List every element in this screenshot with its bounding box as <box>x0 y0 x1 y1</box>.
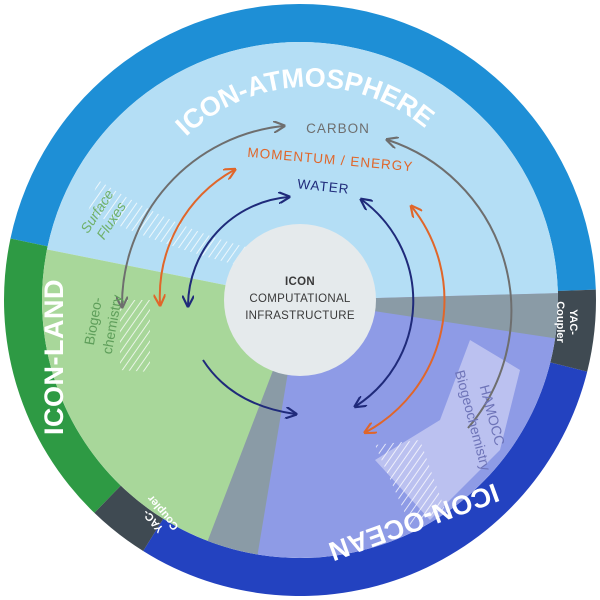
energy-arrow-left <box>160 170 234 304</box>
coupler-right-label: YAC- Coupler <box>554 301 579 343</box>
land-ring <box>4 238 121 513</box>
core-title: ICON <box>285 276 315 288</box>
atmosphere-ring <box>10 4 596 291</box>
flux-arrows <box>122 126 513 432</box>
land-title-group: ICON-LAND <box>39 279 69 435</box>
carbon-label: CARBON <box>306 121 370 136</box>
core-line-2: INFRASTRUCTURE <box>245 310 355 322</box>
land-title: ICON-LAND <box>39 279 69 435</box>
coupler-right-ring <box>550 289 597 372</box>
coupler-bottom-left-ring <box>94 485 164 552</box>
land-hatch-zone <box>120 300 150 372</box>
carbon-arrow-right <box>388 140 513 429</box>
coupler-right-line-2: Coupler <box>554 301 566 343</box>
ocean-ring <box>143 362 588 596</box>
hamocc-hatch-zone <box>375 440 445 525</box>
coupler-right-line-1: YAC- <box>567 309 579 335</box>
outer-ring <box>4 4 597 596</box>
energy-arrow-right <box>366 207 446 432</box>
core-line-1: COMPUTATIONAL <box>249 293 351 305</box>
water-arrow-right <box>356 200 415 406</box>
water-label: WATER <box>297 176 351 196</box>
water-arrow-left <box>188 197 288 305</box>
coupler-band-bottom-left <box>185 300 300 558</box>
water-arrow-bottom <box>202 359 295 414</box>
